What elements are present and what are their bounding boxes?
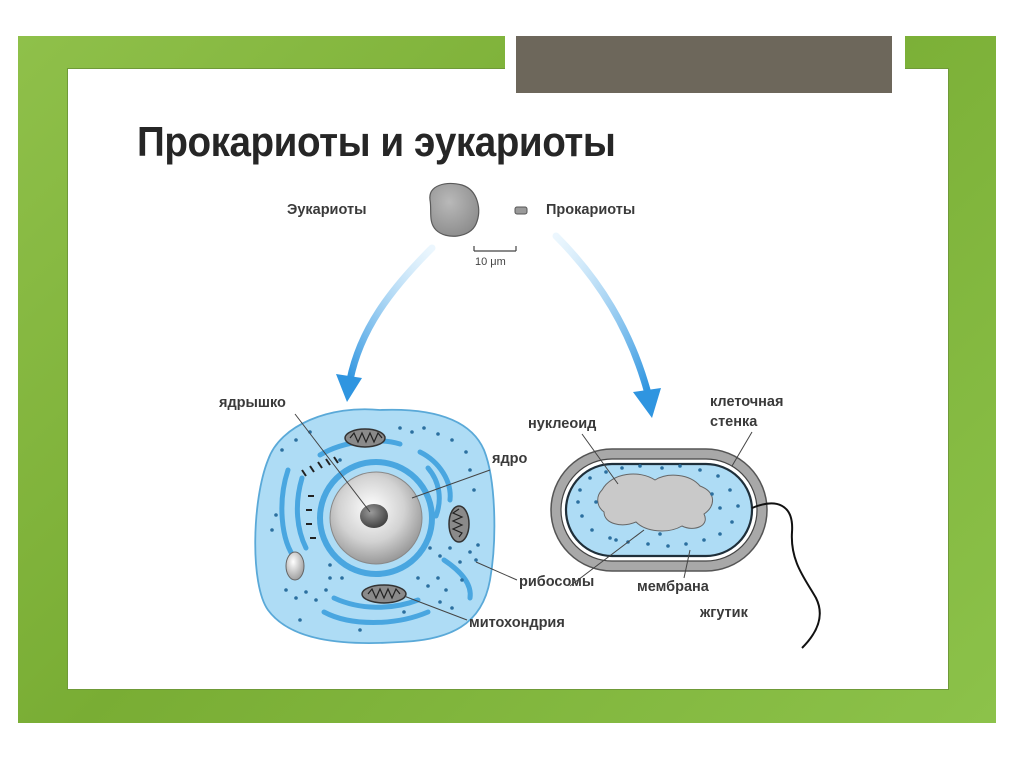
- mitochondrion-top: [344, 428, 386, 448]
- ribosome-dots: [270, 426, 480, 632]
- label-flagellum: жгутик: [699, 605, 749, 621]
- label-nucleus: ядро: [492, 451, 528, 467]
- prokaryotic-cell: [550, 448, 821, 649]
- pointer-nucleolus: [294, 413, 371, 513]
- scale-bar-label: 10 μm: [475, 256, 506, 268]
- nucleoid: [597, 473, 713, 532]
- label-ribosomes: рибосомы: [519, 574, 594, 590]
- label-nucleoid: нуклеоид: [528, 416, 596, 432]
- pointer-cell-wall: [731, 431, 753, 467]
- label-nucleolus: ядрышко: [219, 395, 286, 411]
- eukaryotic-cell: [254, 408, 496, 644]
- scale-bar: [473, 246, 517, 252]
- rough-er-ribosomes: [301, 456, 339, 539]
- nuclear-envelope: [317, 459, 435, 577]
- label-cell-wall-line1: клеточная: [710, 394, 783, 410]
- prokaryote-small-cell: [514, 206, 528, 215]
- label-cell-wall-line2: стенка: [710, 414, 758, 430]
- flagellum: [751, 502, 821, 649]
- pointer-nucleus: [411, 469, 491, 499]
- label-prokaryotes: Прокариоты: [546, 202, 635, 218]
- arrow-to-prokaryote: [552, 232, 661, 418]
- header-tab: [516, 36, 892, 93]
- pointer-nucleoid: [581, 433, 619, 485]
- nucleolus: [360, 504, 388, 528]
- eukaryote-small-cell: [429, 182, 480, 237]
- mitochondrion-bottom: [361, 584, 407, 604]
- pointer-membrane: [683, 549, 691, 579]
- slide-panel: [67, 68, 949, 690]
- pointer-ribosomes-prokaryote: [569, 529, 645, 587]
- pointer-ribosomes-eukaryote: [475, 561, 518, 581]
- arrow-to-eukaryote: [336, 244, 436, 402]
- prokaryote-ribosome-dots: [576, 464, 740, 548]
- label-mitochondria: митохондрия: [469, 615, 565, 631]
- mitochondrion-right: [448, 505, 470, 543]
- pointer-mitochondria: [403, 595, 468, 621]
- label-eukaryotes: Эукариоты: [287, 202, 366, 218]
- vacuole: [285, 551, 305, 581]
- label-membrane: мембрана: [637, 579, 710, 595]
- slide-title: Прокариоты и эукариоты: [137, 118, 616, 165]
